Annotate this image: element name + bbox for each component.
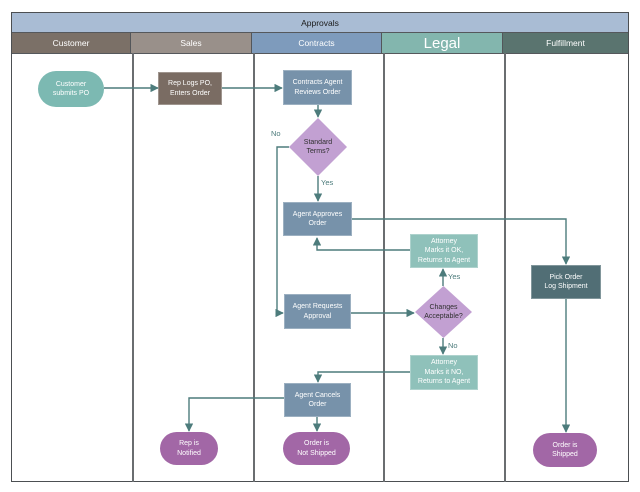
node-order-is-shipped: Order is Shipped [533, 433, 597, 467]
lane-header-fulfillment: Fulfillment [503, 33, 628, 53]
lane-header-row: Customer Sales Contracts Legal Fulfillme… [12, 33, 628, 54]
lane-label-legal: Legal [423, 34, 461, 52]
node-agent-approves-order: Agent Approves Order [283, 202, 352, 236]
label-standard-terms-no: No [271, 129, 281, 138]
node-rep-is-notified: Rep is Notified [160, 432, 218, 465]
node-contracts-agent-reviews-order: Contracts Agent Reviews Order [283, 70, 352, 105]
diagram-title-bar: Approvals [12, 13, 628, 33]
lane-label-contracts: Contracts [298, 38, 335, 48]
node-agent-cancels-order: Agent Cancels Order [284, 383, 351, 417]
lane-label-fulfillment: Fulfillment [546, 38, 585, 48]
label-changes-yes: Yes [448, 272, 461, 281]
node-pick-order-log-shipment: Pick Order Log Shipment [531, 265, 601, 299]
lane-divider [383, 53, 385, 482]
label-changes-no: No [448, 341, 458, 350]
node-attorney-marks-no: Attorney Marks it NO, Returns to Agent [410, 355, 478, 390]
node-customer-submits-po: Customer submits PO [38, 71, 104, 107]
label-standard-terms-yes: Yes [321, 178, 334, 187]
node-rep-logs-po: Rep Logs PO, Enters Order [158, 72, 222, 105]
node-order-is-not-shipped: Order is Not Shipped [283, 432, 350, 465]
lane-header-contracts: Contracts [252, 33, 382, 53]
diagram-title: Approvals [301, 17, 339, 28]
lane-label-sales: Sales [180, 38, 202, 48]
lane-divider [504, 53, 506, 482]
lane-header-customer: Customer [12, 33, 131, 53]
lane-divider [132, 53, 134, 482]
lane-header-legal: Legal [382, 33, 503, 53]
node-agent-requests-approval: Agent Requests Approval [284, 294, 351, 329]
node-attorney-marks-ok: Attorney Marks it OK, Returns to Agent [410, 234, 478, 268]
lane-divider [253, 53, 255, 482]
lane-label-customer: Customer [52, 38, 90, 48]
lane-header-sales: Sales [131, 33, 252, 53]
